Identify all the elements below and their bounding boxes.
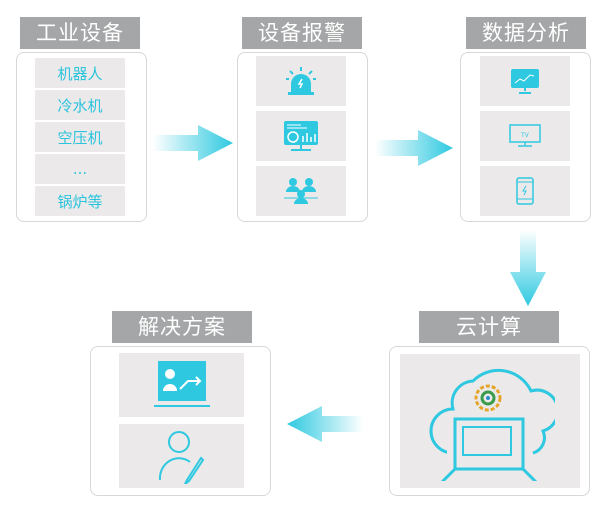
- cloud-computing-icon: [429, 368, 555, 481]
- presentation-board-icon: [153, 361, 210, 407]
- alarm-tile: [256, 56, 346, 106]
- arrow-down-icon: [510, 230, 546, 306]
- tablet-icon: [516, 177, 534, 205]
- solution-tile: [119, 353, 244, 417]
- cloud-tile: [400, 354, 580, 488]
- alarm-title: 设备报警: [242, 17, 362, 49]
- analysis-title: 数据分析: [466, 17, 586, 49]
- equipment-item: ...: [35, 154, 125, 184]
- siren-icon: [286, 67, 316, 95]
- user-edit-icon: [158, 431, 204, 484]
- chart-monitor-icon: [511, 69, 539, 94]
- analysis-tile: [480, 56, 570, 106]
- equipment-item: 冷水机: [35, 90, 125, 120]
- analysis-tile: [480, 166, 570, 216]
- solution-title: 解决方案: [112, 311, 252, 343]
- alarm-tile: [256, 166, 346, 216]
- team-network-icon: [284, 178, 318, 204]
- tv-icon: TV: [509, 124, 541, 147]
- gear-logo-icon: [474, 384, 502, 412]
- svg-text:TV: TV: [520, 132, 530, 139]
- cloud-title: 云计算: [419, 311, 559, 343]
- equipment-item: 机器人: [35, 58, 125, 88]
- equipment-title: 工业设备: [20, 17, 140, 49]
- equipment-item: 锅炉等: [35, 186, 125, 216]
- arrow-right-icon: [153, 125, 233, 161]
- alarm-tile: [256, 111, 346, 161]
- dashboard-monitor-icon: [284, 121, 318, 151]
- solution-tile: [119, 424, 244, 488]
- analysis-tile: TV: [480, 111, 570, 161]
- equipment-item: 空压机: [35, 122, 125, 152]
- arrow-left-icon: [287, 406, 363, 442]
- arrow-right-icon: [375, 130, 453, 166]
